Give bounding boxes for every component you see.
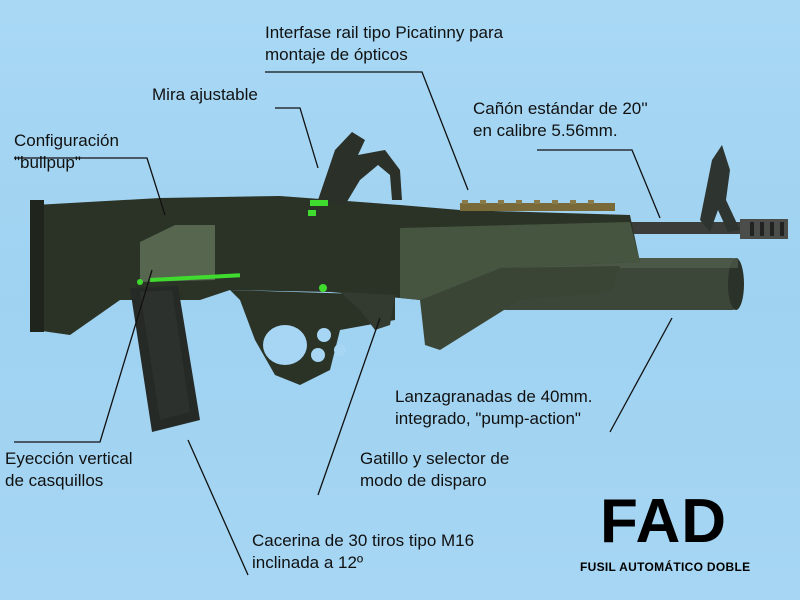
diagram-subtitle: FUSIL AUTOMÁTICO DOBLE bbox=[580, 560, 751, 574]
forend bbox=[400, 222, 640, 300]
leader-rail bbox=[265, 71, 469, 191]
leader-barrel bbox=[537, 149, 661, 219]
butt-pad bbox=[30, 200, 44, 332]
green-accents bbox=[137, 200, 328, 292]
label-magazine: Cacerina de 30 tiros tipo M16 inclinada … bbox=[252, 531, 475, 572]
label-sight: Mira ajustable bbox=[152, 85, 258, 104]
leader-trigger bbox=[317, 317, 381, 496]
label-launcher: Lanzagranadas de 40mm. integrado, "pump-… bbox=[395, 387, 593, 428]
bullpup-panel bbox=[140, 225, 215, 282]
pump-grip bbox=[420, 266, 620, 350]
leader-bullpup bbox=[14, 157, 166, 216]
leader-sight bbox=[275, 107, 319, 169]
label-trigger: Gatillo y selector de modo de disparo bbox=[360, 449, 510, 490]
label-bullpup: Configuración "bullpup" bbox=[14, 131, 119, 172]
leader-ejection bbox=[14, 269, 153, 443]
rear-sight bbox=[318, 132, 402, 205]
leader-lines bbox=[14, 71, 673, 576]
label-rail: Interfase rail tipo Picatinny para monta… bbox=[265, 23, 504, 64]
trigger-guard bbox=[230, 290, 395, 385]
diagram-title: FAD bbox=[600, 487, 727, 556]
leader-launcher bbox=[609, 317, 673, 433]
leader-magazine bbox=[187, 439, 249, 576]
front-sight bbox=[700, 145, 740, 232]
picatinny-rail bbox=[460, 200, 615, 211]
label-ejection: Eyección vertical de casquillos bbox=[5, 449, 133, 490]
barrel bbox=[630, 219, 788, 239]
label-barrel: Cañón estándar de 20'' en calibre 5.56mm… bbox=[473, 99, 648, 140]
pistol-grip bbox=[340, 292, 395, 330]
